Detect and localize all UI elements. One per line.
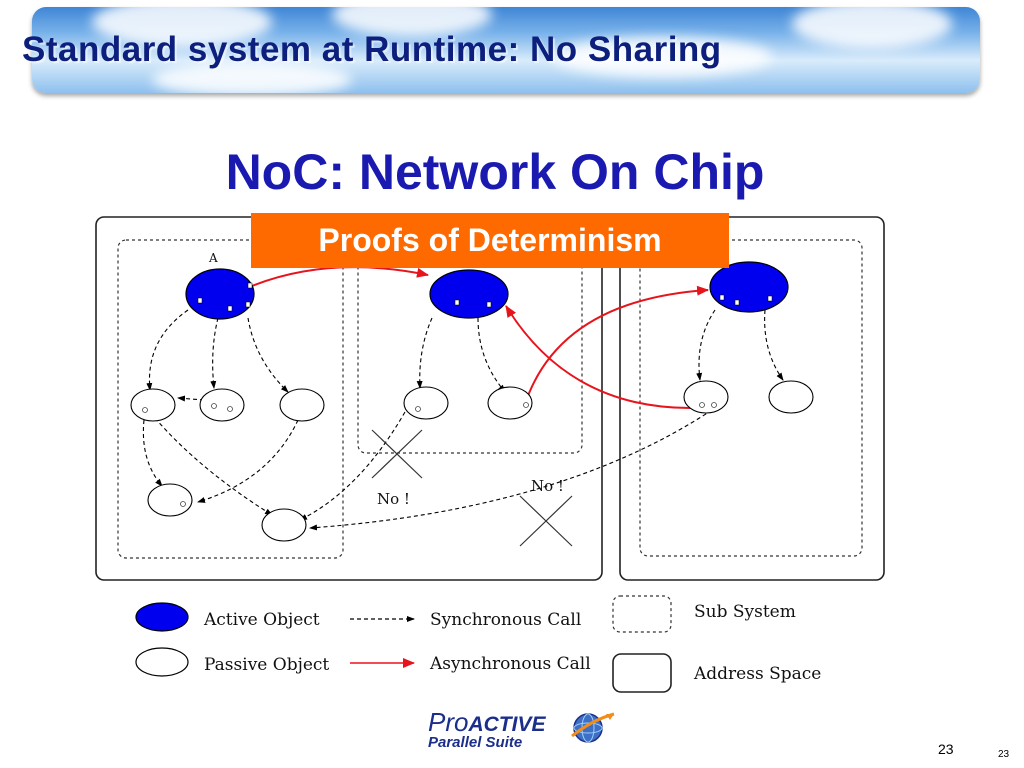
- sync-call-p3-to-p4: [197, 419, 299, 503]
- sync-call-p1-to-p4: [142, 419, 163, 487]
- passive-object-6: [403, 386, 449, 420]
- sync-call-p1-to-p5: [154, 417, 273, 516]
- passive-object-8: [683, 380, 729, 414]
- legend-sub-system-swatch: [612, 595, 672, 633]
- legend-async-call-label: Asynchronous Call: [429, 654, 591, 674]
- forbidden-cross-2b: [519, 495, 573, 547]
- legend-sync-call-label: Synchronous Call: [430, 610, 581, 630]
- logo-subtitle: Parallel Suite: [428, 734, 523, 751]
- globe-icon: [571, 712, 615, 743]
- passive-object-3: [279, 388, 325, 422]
- sync-call-c-to-p8: [696, 309, 716, 381]
- forbidden-cross-1b: [371, 429, 423, 479]
- proactive-logo: ProACTIVE Parallel Suite: [422, 707, 622, 755]
- no-label-1: No !: [377, 490, 410, 508]
- legend-passive-object-swatch: [135, 647, 189, 677]
- async-call-p7-to-c: [524, 285, 709, 405]
- sync-call-a-to-p1: [146, 309, 189, 391]
- sync-call-b-to-p7: [477, 317, 506, 393]
- title-banner: [32, 7, 980, 93]
- passive-object-7: [487, 386, 533, 420]
- slide-title: Standard system at Runtime: No Sharing: [22, 30, 722, 69]
- active-object-b: [429, 269, 509, 319]
- sync-call-b-to-p6: [416, 317, 433, 389]
- legend-active-object-swatch: [135, 602, 189, 632]
- active-object-a: [185, 268, 255, 320]
- passive-object-5: [261, 508, 307, 542]
- sync-call-c-to-p9: [764, 309, 784, 381]
- passive-object-2: [199, 388, 245, 422]
- legend-address-space-label: Address Space: [693, 664, 821, 684]
- proofs-callout: Proofs of Determinism: [251, 213, 729, 268]
- legend-active-object-label: Active Object: [203, 610, 320, 630]
- slide-subtitle: NoC: Network On Chip: [225, 144, 765, 200]
- page-number: 23: [938, 741, 954, 757]
- passive-object-1: [130, 388, 176, 422]
- legend-sub-system-label: Sub System: [694, 602, 796, 622]
- sync-call-p8-to-p5: [309, 409, 713, 531]
- sync-call-p2-to-p1: [177, 395, 205, 402]
- legend-passive-object-label: Passive Object: [204, 655, 329, 675]
- page-number-small: 23: [998, 749, 1010, 760]
- logo-wordmark: ProACTIVE: [428, 707, 546, 737]
- node-label-a: A: [208, 251, 218, 265]
- passive-object-4: [147, 483, 193, 517]
- async-call-p8-to-b: [505, 305, 696, 410]
- no-label-2: No !: [531, 477, 564, 495]
- sync-call-a-to-p3: [247, 317, 289, 393]
- legend-address-space-swatch: [612, 653, 672, 693]
- sub-system-right: [639, 239, 863, 557]
- sub-system-left: [117, 239, 344, 559]
- async-call-a-to-b: [251, 266, 429, 287]
- sync-call-a-to-p2: [210, 317, 219, 389]
- active-object-c: [709, 261, 789, 313]
- passive-object-9: [768, 380, 814, 414]
